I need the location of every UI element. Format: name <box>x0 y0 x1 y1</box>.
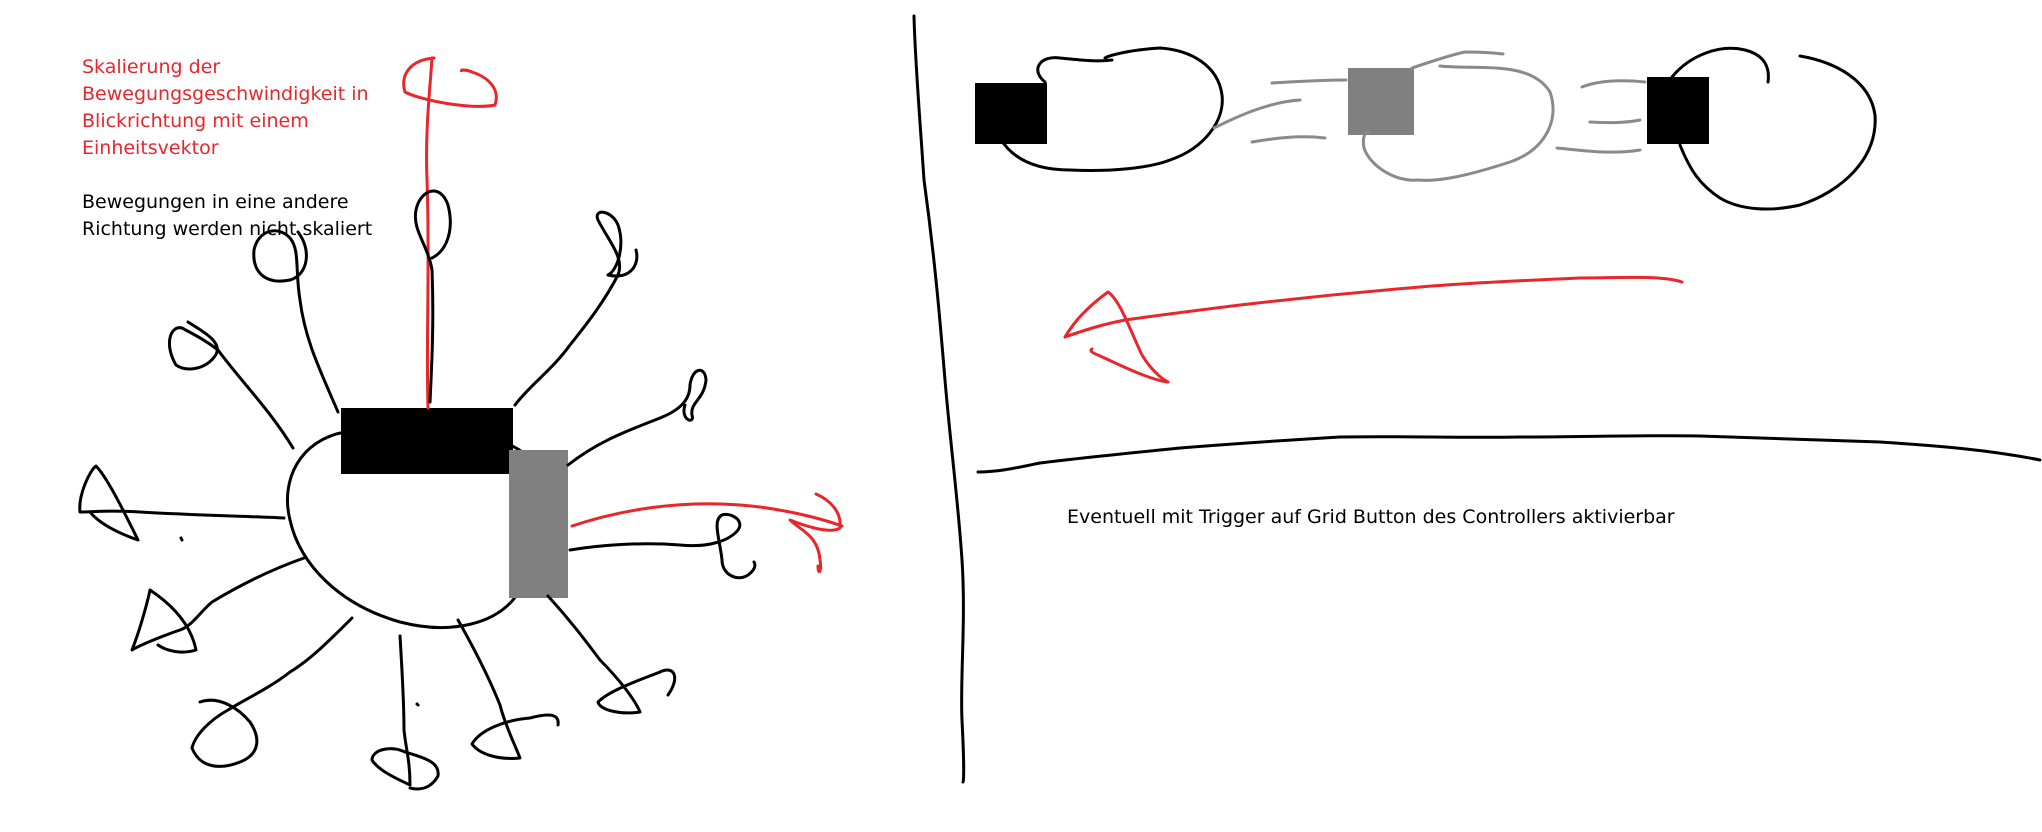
right-dash-diagram <box>975 46 2042 474</box>
trail-left-mid <box>1212 78 1348 144</box>
loop-mid <box>1361 50 1555 182</box>
headset-start-rect-icon <box>975 83 1047 144</box>
red-arrow-right-icon <box>570 492 844 574</box>
scaling-title-note: Skalierung der Bewegungsgeschwindigkeit … <box>82 56 369 159</box>
dash-direction-arrow-icon <box>1063 275 1684 384</box>
trigger-info-note: Eventuell mit Trigger auf Grid Button de… <box>1067 506 1675 528</box>
left-movement-diagram <box>78 56 844 791</box>
no-scaling-note: Bewegungen in eine andere Richtung werde… <box>82 191 373 240</box>
trail-mid-right <box>1555 79 1647 154</box>
loop-right <box>1670 46 1877 211</box>
ground-line <box>976 434 2042 474</box>
panel-divider-line <box>912 14 966 784</box>
movement-squiggles <box>78 189 757 791</box>
red-arrow-up-icon <box>402 56 498 410</box>
headset-end-rect-icon <box>1647 77 1709 144</box>
controller-rect-icon <box>509 450 568 598</box>
loop-left <box>998 46 1224 173</box>
controller-mid-rect-icon <box>1348 68 1414 135</box>
headset-rect-icon <box>341 408 513 474</box>
